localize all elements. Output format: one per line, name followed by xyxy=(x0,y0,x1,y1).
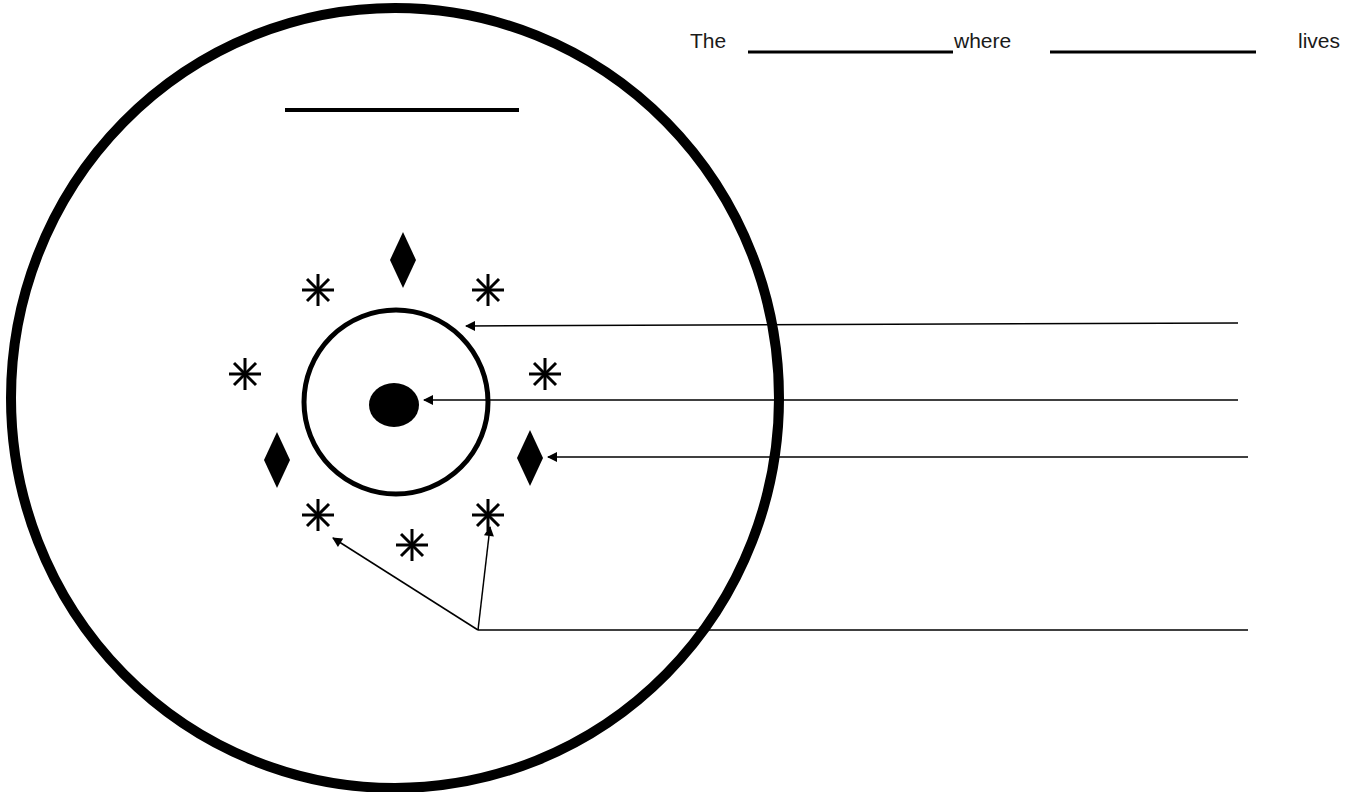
cell-membrane xyxy=(11,8,779,788)
leader-line xyxy=(478,527,490,630)
title-blank xyxy=(285,108,519,112)
star-organelle xyxy=(229,358,261,390)
answer-blank xyxy=(748,51,953,54)
star-organelle xyxy=(472,274,504,306)
star-organelle xyxy=(396,529,428,561)
leader-line xyxy=(333,538,478,630)
sentence-word: where xyxy=(954,30,1011,51)
answer-blank xyxy=(1050,51,1256,54)
sentence-word: lives xyxy=(1298,30,1340,51)
star-organelle xyxy=(472,499,504,531)
diamond-organelle xyxy=(390,232,416,288)
diamond-organelle xyxy=(264,432,290,488)
diamond-organelle xyxy=(517,430,543,486)
leader-line xyxy=(424,399,1238,401)
star-organelle xyxy=(302,499,334,531)
star-organelle xyxy=(529,358,561,390)
nucleolus xyxy=(369,383,419,427)
star-organelle xyxy=(302,274,334,306)
leader-line xyxy=(478,629,1248,631)
sentence-word: The xyxy=(690,30,726,51)
nuclear-membrane xyxy=(304,310,488,494)
leader-line xyxy=(466,323,1238,326)
leader-line xyxy=(548,456,1248,458)
